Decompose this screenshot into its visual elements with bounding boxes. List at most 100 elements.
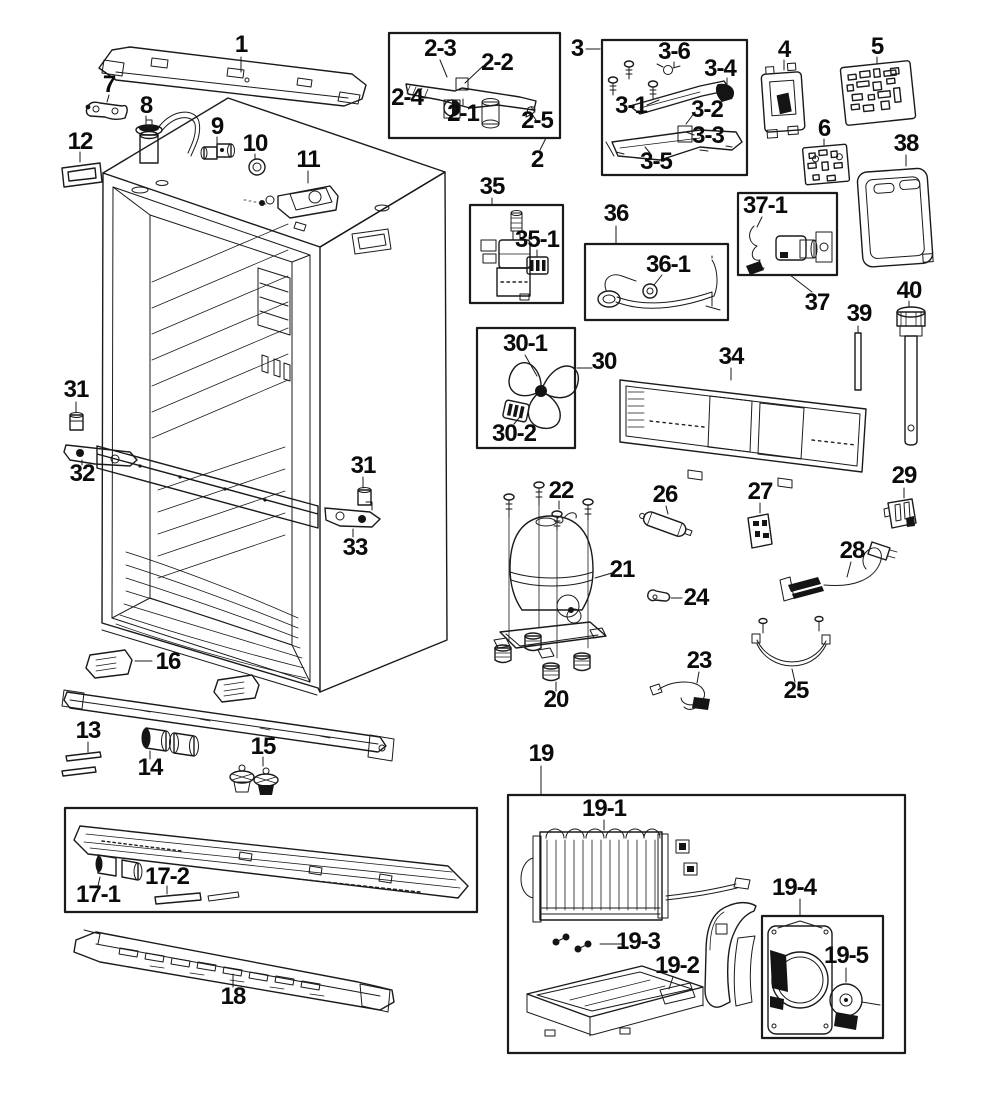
callout-1: 1 <box>234 31 248 58</box>
callout-6: 6 <box>817 115 831 142</box>
part-35-1-coil <box>526 249 549 275</box>
part-19-2-drain-tray <box>526 965 704 1037</box>
part-29-bracket <box>883 487 917 529</box>
callout-40: 40 <box>896 277 923 304</box>
group-box-37-icemaker-valve <box>736 191 839 293</box>
part-19-5-fan-motor <box>829 967 881 1030</box>
callout-21: 21 <box>609 556 636 583</box>
callout-25: 25 <box>783 677 810 704</box>
part-34-vent-panel <box>619 367 867 489</box>
callout-22: 22 <box>548 477 575 504</box>
group-box-2-hinge-top <box>387 31 562 151</box>
bottom-rail <box>61 689 395 762</box>
part-12-cover <box>61 151 103 188</box>
part-24-clip <box>647 589 683 602</box>
callout-7: 7 <box>102 71 116 98</box>
part-17-2-pin <box>154 885 240 905</box>
callout-19-3: 19-3 <box>615 928 661 955</box>
callout-19-2: 19-2 <box>654 952 700 979</box>
callout-2-1: 2-1 <box>447 100 480 127</box>
callout-4: 4 <box>777 36 791 63</box>
part-19-1-evap-coil <box>520 819 751 923</box>
callout-28: 28 <box>839 537 866 564</box>
callout-20: 20 <box>543 686 570 713</box>
part-21-compressor <box>493 499 613 659</box>
callout-2-2: 2-2 <box>481 49 514 76</box>
pcb-components <box>846 67 902 113</box>
part-31-right-pin <box>357 476 372 506</box>
part-4-cover <box>760 62 806 139</box>
part-1-top-rail <box>98 46 367 107</box>
callout-3-6: 3-6 <box>658 38 691 65</box>
callout-19: 19 <box>528 740 555 767</box>
callout-17-1: 17-1 <box>75 881 121 908</box>
part-27-small-pcb <box>747 502 773 549</box>
group-box-19-4-fan-housing <box>760 898 885 1040</box>
part-8-water-inlet <box>135 111 201 164</box>
callout-17-2: 17-2 <box>144 863 190 890</box>
part-32-left-hinge <box>63 444 138 467</box>
part-6-sub-pcb <box>801 143 851 186</box>
part-30-2-motor-mount <box>502 399 530 423</box>
callout-11: 11 <box>296 146 320 173</box>
part-23-harness <box>649 671 710 710</box>
group-box-35-water-valve <box>468 197 565 305</box>
callout-13: 13 <box>75 717 102 744</box>
part-28-power-cord <box>779 541 898 602</box>
callout-39: 39 <box>846 300 873 327</box>
part-17-1-rollers <box>95 854 143 887</box>
callout-2: 2 <box>530 146 544 173</box>
part-10-grommet <box>248 153 266 176</box>
part-26-drier <box>639 511 693 537</box>
part-7-bracket <box>85 94 128 120</box>
part-11-hinge-plate <box>259 170 339 219</box>
callout-32: 32 <box>69 460 96 487</box>
callout-18: 18 <box>220 983 247 1010</box>
group-box-36-drain-tube <box>583 225 730 322</box>
callout-30-2: 30-2 <box>491 420 537 447</box>
callout-3-1: 3-1 <box>615 92 648 119</box>
group-box-19-evaporator <box>506 765 907 1055</box>
part-39-rod <box>854 325 862 391</box>
callout-10: 10 <box>242 130 269 157</box>
callout-8: 8 <box>139 92 153 119</box>
callout-19-1: 19-1 <box>581 795 627 822</box>
callout-33: 33 <box>342 534 369 561</box>
part-5-main-pcb <box>839 60 917 126</box>
part-40-filter-tube <box>896 300 926 446</box>
part-22-bolts <box>503 481 594 531</box>
callout-30: 30 <box>591 348 618 375</box>
callout-35-1: 35-1 <box>514 226 560 253</box>
group-box-30-fan <box>475 326 593 450</box>
part-38-rear-cover <box>856 167 934 268</box>
callout-27: 27 <box>747 478 774 505</box>
callout-34: 34 <box>718 343 745 370</box>
callout-24: 24 <box>683 584 710 611</box>
group-box-17-bottom-frame <box>63 806 479 914</box>
part-9-fitting <box>200 136 235 160</box>
callout-31-left: 31 <box>63 376 90 403</box>
callout-31-right: 31 <box>350 452 377 479</box>
part-33-right-hinge <box>324 501 381 538</box>
callout-12: 12 <box>67 128 94 155</box>
callout-3-4: 3-4 <box>704 55 737 82</box>
callout-29: 29 <box>891 462 918 489</box>
callout-3-2: 3-2 <box>691 96 724 123</box>
callout-36-1: 36-1 <box>645 251 691 278</box>
part-25-tube <box>751 615 831 683</box>
callout-37-1: 37-1 <box>742 192 788 219</box>
part-16-foot-pads <box>85 649 260 703</box>
callout-5: 5 <box>870 33 884 60</box>
screws <box>607 60 659 100</box>
part-14-rollers <box>141 727 199 760</box>
callout-38: 38 <box>893 130 920 157</box>
part-duct-cover <box>704 901 757 1008</box>
part-36-1-grommet <box>642 274 663 299</box>
cabinet-drawing <box>96 97 448 696</box>
callout-19-4: 19-4 <box>771 874 817 901</box>
group-box-3-hinge-assembly <box>585 38 749 177</box>
callout-2-5: 2-5 <box>521 107 554 134</box>
callout-3-3: 3-3 <box>692 122 725 149</box>
